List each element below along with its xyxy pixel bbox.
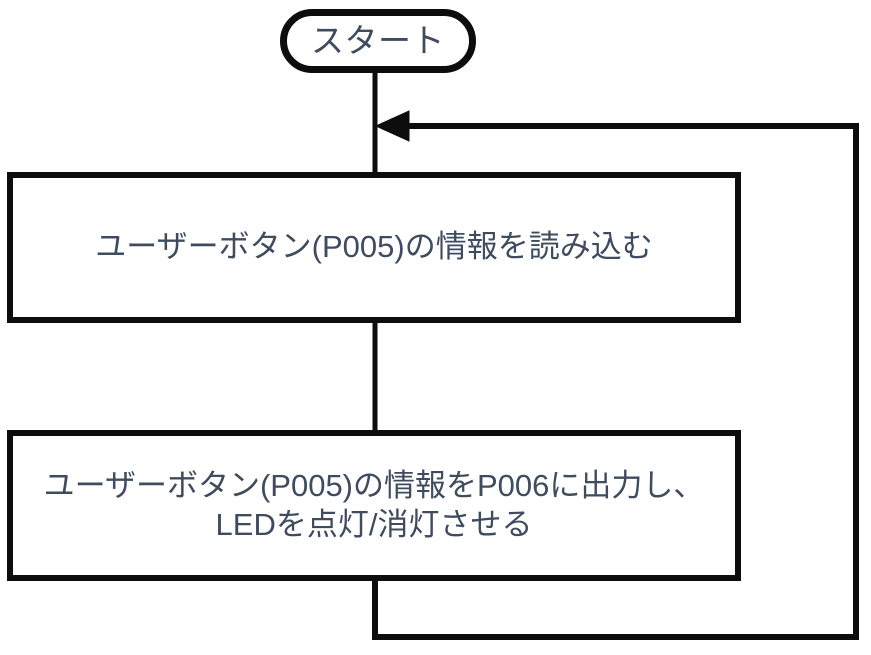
node-write-led-label: ユーザーボタン(P005)の情報をP006に出力し、 LEDを点灯/消灯させる — [44, 467, 705, 545]
node-read-button-process[interactable]: ユーザーボタン(P005)の情報を読み込む — [7, 172, 741, 323]
node-write-led-line-2: LEDを点灯/消灯させる — [215, 506, 533, 542]
edge-loop-back-arrowhead — [374, 110, 410, 142]
edge-loop-back-path — [372, 123, 859, 640]
node-read-button-line-1: ユーザーボタン(P005)の情報を読み込む — [95, 229, 653, 265]
node-start-terminal[interactable]: スタート — [280, 9, 476, 73]
node-write-led-line-1: ユーザーボタン(P005)の情報をP006に出力し、 — [43, 467, 705, 503]
node-write-led-process[interactable]: ユーザーボタン(P005)の情報をP006に出力し、 LEDを点灯/消灯させる — [7, 430, 741, 581]
node-read-button-label: ユーザーボタン(P005)の情報を読み込む — [95, 228, 652, 267]
node-start-label: スタート — [311, 21, 445, 59]
